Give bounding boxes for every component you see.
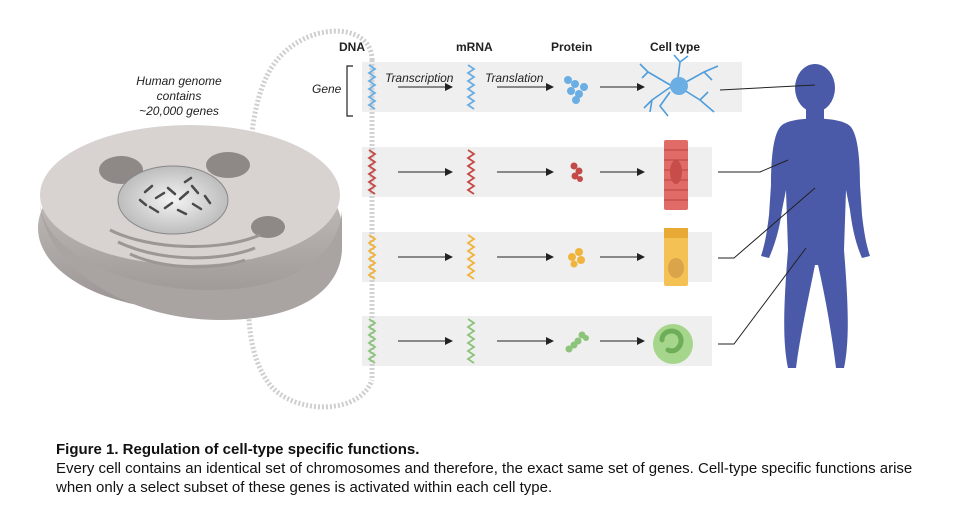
nucleus [117, 165, 229, 235]
mitochondrion-3 [251, 216, 285, 238]
endoplasmic-reticulum [109, 228, 261, 269]
mrna-row-4 [466, 318, 476, 364]
connector-wbc [718, 247, 807, 345]
genome-note: Human genome contains ~20,000 genes [136, 74, 222, 118]
protein-row-2 [570, 162, 583, 182]
epithelial-cell [664, 228, 688, 286]
protein-row-3 [568, 248, 585, 268]
cell-side [40, 200, 342, 320]
dna-segment-row-4 [367, 318, 377, 364]
header-dna: DNA [339, 40, 365, 54]
cell-type-regulation-diagram: DNA mRNA Protein Cell type Human genome … [38, 28, 870, 410]
connector-epithelial [718, 187, 816, 259]
genome-note-line-3: ~20,000 genes [139, 104, 219, 118]
cell-illustration [38, 125, 342, 320]
header-cell-type: Cell type [650, 40, 700, 54]
caption-title: Figure 1. Regulation of cell-type specif… [56, 441, 420, 458]
genome-note-line-2: contains [157, 89, 202, 103]
muscle-cell [664, 140, 688, 210]
chromosomes [138, 176, 212, 216]
protein-row-1 [564, 76, 588, 104]
dna-segment-row-3 [367, 234, 377, 280]
caption-body: Every cell contains an identical set of … [56, 460, 913, 496]
body-connectors [718, 84, 816, 345]
mrna-row-1 [466, 64, 476, 110]
connector-neuron [719, 84, 816, 91]
protein-row-4 [565, 331, 589, 353]
gene-label: Gene [312, 82, 342, 96]
translation-label: Translation [485, 71, 544, 85]
human-body-silhouette [761, 64, 870, 368]
header-mrna: mRNA [456, 40, 493, 54]
chromosome-loop [245, 28, 375, 410]
white-blood-cell [653, 324, 693, 364]
transcription-label: Transcription [385, 71, 454, 85]
genome-note-line-1: Human genome [136, 74, 222, 88]
figure-caption: Figure 1. Regulation of cell-type specif… [56, 440, 936, 497]
neuron-cell [639, 54, 719, 117]
row-bands [362, 62, 742, 366]
mitochondrion-2 [206, 152, 250, 178]
connector-muscle [718, 159, 789, 173]
header-protein: Protein [551, 40, 592, 54]
gene-bracket [346, 65, 353, 117]
dna-segment-row-1 [367, 64, 377, 110]
mrna-row-3 [466, 234, 476, 280]
dna-segment-row-2 [367, 149, 377, 195]
mrna-row-2 [466, 149, 476, 195]
pipeline [367, 64, 645, 364]
